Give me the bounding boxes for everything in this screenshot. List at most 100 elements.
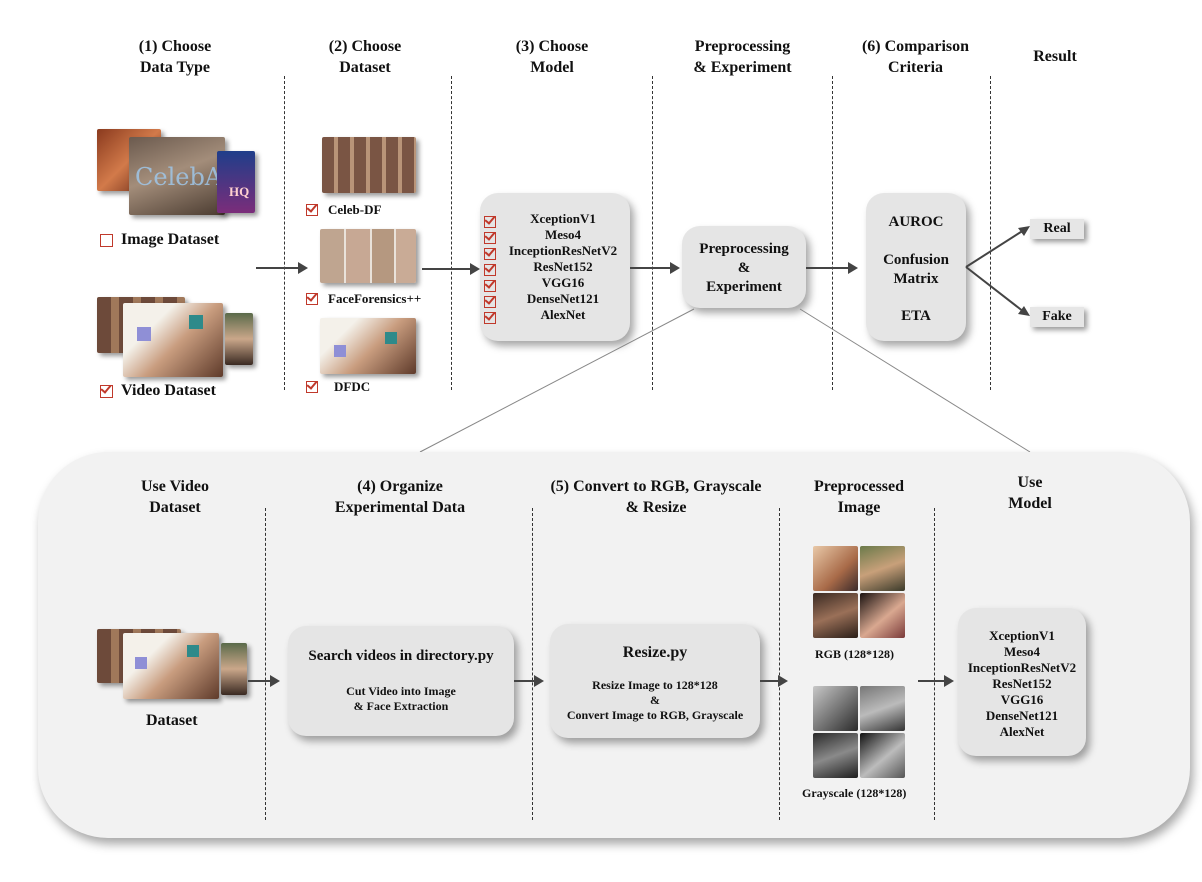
model-item: AlexNet [540,307,586,322]
image-dataset-checkbox[interactable] [100,233,113,247]
faceforensics-thumbnail [320,229,416,283]
arrow-images-to-model [918,675,954,687]
preprocessing-experiment-box: Preprocessing & Experiment [682,226,806,308]
arrow-search-to-resize [514,675,544,687]
resize-box: Resize.py Resize Image to 128*128 & Conv… [550,624,760,738]
result-fake: Fake [1030,307,1084,327]
celeb-df-checkbox[interactable] [306,204,318,217]
model-checkbox[interactable] [484,216,496,229]
divider [990,76,991,390]
model-checkboxes [484,213,496,325]
dfdc-label: DFDC [334,379,371,394]
arrow-datatype-to-dataset [256,262,308,274]
search-videos-sub2: & Face Extraction [353,699,449,713]
result-arrows [965,226,1030,316]
hq-thumb [217,151,255,213]
model-checkbox[interactable] [484,264,496,277]
dataset-dfdc[interactable]: DFDC [306,378,370,396]
model-item: Meso4 [1003,644,1041,659]
face-image [813,593,858,638]
video-dataset-option[interactable]: Video Dataset [100,382,216,400]
dataset-faceforensics[interactable]: FaceForensics++ [306,290,421,308]
image-dataset-option[interactable]: Image Dataset [100,231,219,249]
celeb-df-label: Celeb-DF [328,202,382,217]
result-real: Real [1030,219,1084,239]
model-checkbox[interactable] [484,280,496,293]
model-checkbox[interactable] [484,248,496,261]
arrow-preprocessing-to-criteria [806,262,858,274]
use-model-box: XceptionV1 Meso4 InceptionResNetV2 ResNe… [958,608,1086,756]
model-item: ResNet152 [533,259,593,274]
grayscale-label: Grayscale (128*128) [802,786,907,800]
celeb-df-thumbnail [322,137,416,193]
dataset-celeb-df[interactable]: Celeb-DF [306,201,381,219]
faceforensics-label: FaceForensics++ [328,291,422,306]
video-dataset-label: Video Dataset [121,382,216,399]
hq-logo-text: HQ [229,184,250,199]
mask-block [334,345,346,357]
arrow-dataset-to-search [248,675,280,687]
model-item: VGG16 [1000,692,1044,707]
mask-block [137,327,151,341]
model-checkbox[interactable] [484,296,496,309]
mask-block [385,332,397,344]
model-selection-box: XceptionV1 Meso4 InceptionResNetV2 ResNe… [480,193,630,341]
model-item: ResNet152 [992,676,1052,691]
mask-block [189,315,203,329]
header-result: Result [1033,48,1077,65]
face-image [813,733,858,778]
video-dataset-checkbox[interactable] [100,384,113,398]
search-videos-box: Search videos in directory.py Cut Video … [288,626,514,736]
model-item: XceptionV1 [530,211,596,226]
header-convert-resize: (5) Convert to RGB, Grayscale& Resize [550,478,762,516]
divider [652,76,653,390]
header-preprocessing-experiment: Preprocessing& Experiment [693,38,792,76]
bottom-video-thumbnail [97,629,249,699]
mask-block [187,645,199,657]
model-list: XceptionV1 Meso4 InceptionResNetV2 ResNe… [498,211,628,323]
divider [451,76,452,390]
bottom-dataset-label: Dataset [146,712,198,729]
video-dataset-thumbnail [97,297,257,379]
resize-sub1: Resize Image to 128*128 [592,678,718,692]
zoom-lines [419,308,1031,453]
model-item: DenseNet121 [526,291,600,306]
image-dataset-label: Image Dataset [121,231,220,248]
divider [934,508,935,820]
rgb-face-grid [813,546,905,638]
arrow-dataset-to-model [422,263,480,275]
resize-sub2: & [650,693,660,707]
resize-title: Resize.py [622,644,688,661]
resize-sub3: Convert Image to RGB, Grayscale [566,708,744,722]
face-image [813,546,858,591]
face-image [860,546,905,591]
divider [832,76,833,390]
model-item: VGG16 [541,275,585,290]
divider [265,508,266,820]
face-image [860,733,905,778]
grayscale-face-grid [813,686,905,778]
dfdc-checkbox[interactable] [306,381,318,394]
faceforensics-checkbox[interactable] [306,293,318,306]
search-videos-title: Search videos in directory.py [308,648,494,664]
mask-block [135,657,147,669]
search-videos-sub1: Cut Video into Image [346,684,456,698]
model-checkbox[interactable] [484,312,496,325]
video-face-thumb-2 [225,313,253,365]
model-checkbox[interactable] [484,232,496,245]
face-image [813,686,858,731]
use-model-list: XceptionV1 Meso4 InceptionResNetV2 ResNe… [958,628,1086,740]
model-item: DenseNet121 [985,708,1059,723]
face-image [860,686,905,731]
celeba-logo-text: CelebA [135,163,223,191]
model-item: AlexNet [999,724,1045,739]
divider [779,508,780,820]
video-face-thumb-2 [221,643,247,695]
